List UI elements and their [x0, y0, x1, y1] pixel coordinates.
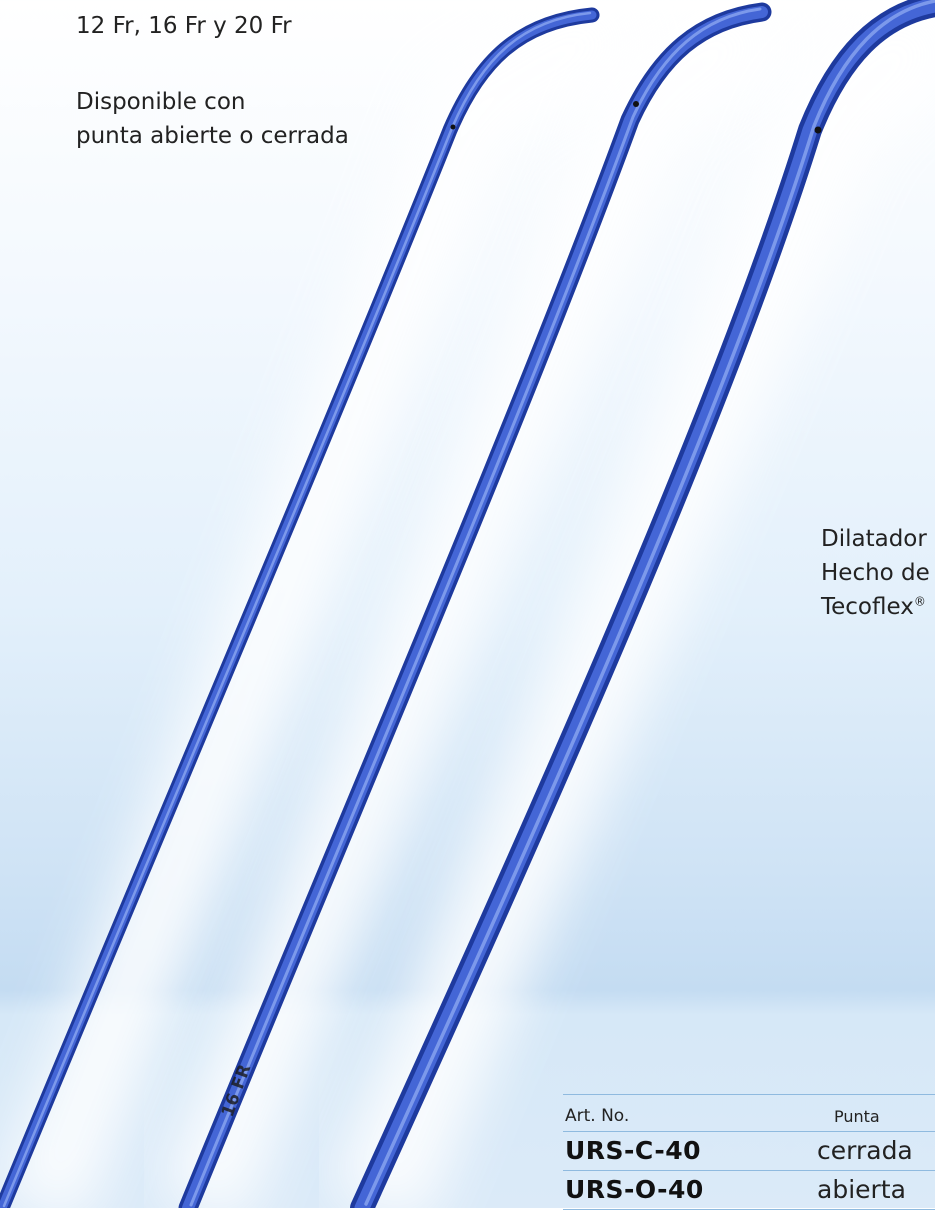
availability-line-1: Disponible con	[76, 89, 246, 115]
rod-side-hole	[450, 124, 456, 130]
rod-side-hole	[633, 101, 639, 107]
material-description: Dilatador Hecho de Tecoflex®	[821, 522, 930, 624]
availability-line-2: punta abierte o cerrada	[76, 123, 349, 149]
table-row: URS-O-40 abierta	[563, 1170, 935, 1210]
rod-size-label: 16 FR	[218, 1062, 255, 1120]
dilator-rod-16fr: 16 FR	[178, 2, 772, 1208]
registered-mark: ®	[913, 594, 926, 609]
dilator-rod-20fr	[350, 0, 935, 1208]
sizes-text: 12 Fr, 16 Fr y 20 Fr	[76, 13, 292, 39]
description-line-2: Hecho de	[821, 560, 930, 586]
product-table: Art. No. Punta URS-C-40 cerrada URS-O-40…	[563, 1094, 935, 1210]
description-line-1: Dilatador	[821, 526, 927, 552]
header-punta: Punta	[834, 1107, 880, 1126]
punta-cell: abierta	[817, 1175, 906, 1204]
rod-side-hole	[814, 126, 822, 134]
punta-cell: cerrada	[817, 1136, 913, 1165]
material-name: Tecoflex	[821, 594, 914, 620]
header-art-no: Art. No.	[565, 1106, 630, 1126]
art-no-cell: URS-C-40	[565, 1136, 702, 1165]
description-line-3: Tecoflex®	[821, 590, 930, 624]
dilator-rod-12fr	[0, 7, 600, 1208]
table-header-row: Art. No. Punta	[563, 1094, 935, 1131]
table-row: URS-C-40 cerrada	[563, 1131, 935, 1170]
art-no-cell: URS-O-40	[565, 1175, 704, 1204]
